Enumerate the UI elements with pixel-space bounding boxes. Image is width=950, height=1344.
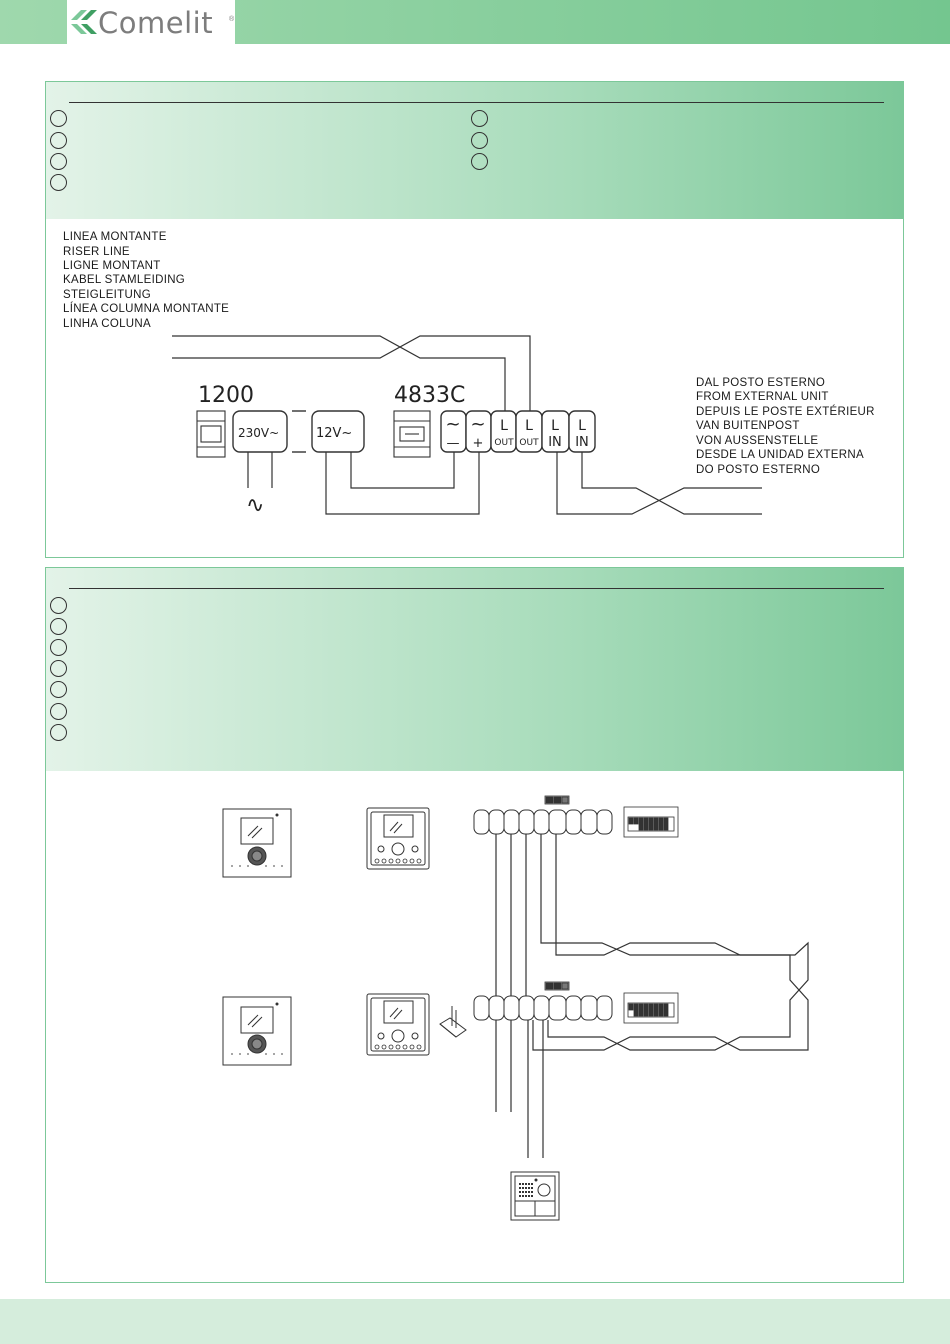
external-label: DEPUIS LE POSTE EXTÉRIEUR <box>696 406 875 418</box>
logo <box>67 0 235 44</box>
riser-label: STEIGLEITUNG <box>63 289 151 301</box>
external-label: VAN BUITENPOST <box>696 420 800 432</box>
logo-mark-icon <box>71 10 97 34</box>
riser-label: LINEA MONTANTE <box>63 231 167 243</box>
riser-label: LÍNEA COLUMNA MONTANTE <box>63 303 230 315</box>
step-marker <box>50 639 67 656</box>
external-label: DESDE LA UNIDAD EXTERNA <box>696 449 864 461</box>
step-marker <box>50 174 67 191</box>
wiring-panel-monitors <box>45 567 904 1283</box>
step-marker <box>50 681 67 698</box>
header-rule <box>69 588 884 589</box>
external-label: VON AUSSENSTELLE <box>696 435 819 447</box>
panel-header <box>46 568 903 771</box>
step-marker <box>50 618 67 635</box>
step-marker <box>50 660 67 677</box>
step-marker <box>471 153 488 170</box>
riser-label: LIGNE MONTANT <box>63 260 161 272</box>
external-label: DAL POSTO ESTERNO <box>696 377 826 389</box>
panel-header <box>46 82 903 219</box>
external-label: DO POSTO ESTERNO <box>696 464 821 476</box>
step-marker <box>471 132 488 149</box>
riser-label: RISER LINE <box>63 246 130 258</box>
external-label: FROM EXTERNAL UNIT <box>696 391 829 403</box>
wiring-panel-power <box>45 81 904 558</box>
riser-label: KABEL STAMLEIDING <box>63 274 186 286</box>
riser-label: LINHA COLUNA <box>63 318 151 330</box>
step-marker <box>50 597 67 614</box>
step-marker <box>50 110 67 127</box>
step-marker <box>50 703 67 720</box>
footer-bar <box>0 1299 950 1344</box>
step-marker <box>50 153 67 170</box>
step-marker <box>471 110 488 127</box>
step-marker <box>50 724 67 741</box>
header-rule <box>69 102 884 103</box>
step-marker <box>50 132 67 149</box>
logo-registered-mark: ® <box>229 16 235 23</box>
logo-text: Comelit <box>98 6 214 40</box>
